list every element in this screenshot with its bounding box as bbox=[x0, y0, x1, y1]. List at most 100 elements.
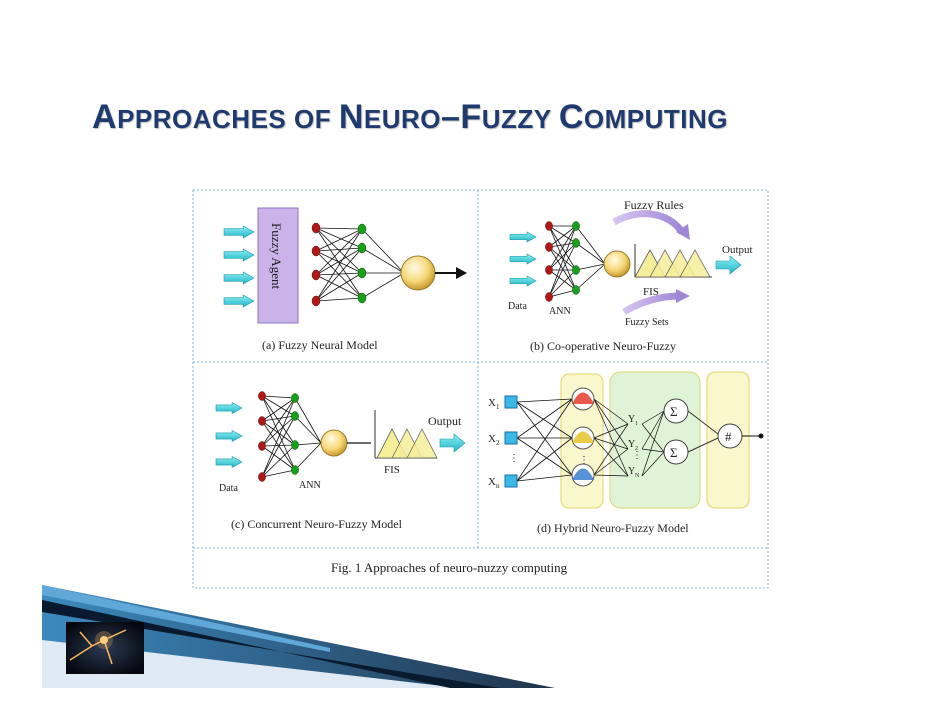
input-arrow bbox=[223, 271, 255, 285]
hidden-node-red bbox=[258, 441, 266, 451]
rule-output-label: Y bbox=[628, 414, 635, 425]
output-label: Output bbox=[722, 244, 753, 256]
decorative-stripes bbox=[42, 585, 555, 688]
connection bbox=[593, 398, 629, 450]
fuzzy-sets-label: Fuzzy Sets bbox=[625, 317, 669, 328]
connection bbox=[641, 448, 665, 453]
input-arrow bbox=[223, 225, 255, 239]
connection bbox=[315, 247, 363, 252]
hidden-node-red bbox=[311, 295, 321, 307]
fuzzy-sets-chart bbox=[374, 410, 438, 459]
figure-caption: Fig. 1 Approaches of neuro-nuzzy computi… bbox=[331, 560, 568, 575]
connection bbox=[641, 410, 665, 477]
sum-node-2: Σ bbox=[663, 439, 689, 465]
connection bbox=[261, 444, 296, 447]
connection bbox=[315, 247, 363, 302]
connection bbox=[261, 445, 296, 471]
connection bbox=[315, 228, 363, 252]
connection bbox=[315, 228, 363, 276]
connection bbox=[516, 401, 573, 476]
connection bbox=[516, 437, 573, 476]
connection bbox=[548, 225, 577, 244]
hidden-node-red bbox=[545, 221, 553, 231]
hidden-node-green bbox=[572, 265, 580, 275]
connection bbox=[548, 269, 577, 291]
connection bbox=[294, 442, 322, 446]
connection bbox=[361, 228, 405, 274]
input-square bbox=[504, 474, 518, 488]
data-label: Data bbox=[508, 301, 527, 312]
connection bbox=[261, 415, 296, 478]
hidden-node-red bbox=[258, 416, 266, 426]
network-links bbox=[516, 398, 665, 482]
connection bbox=[516, 474, 573, 482]
connection bbox=[315, 227, 363, 230]
connection bbox=[315, 227, 363, 299]
hidden-node-green bbox=[572, 285, 580, 295]
hidden-node-green bbox=[357, 292, 367, 304]
fuzzy-rules-arrow bbox=[612, 210, 685, 235]
fis-label: FIS bbox=[643, 286, 659, 298]
connection bbox=[548, 246, 577, 271]
output-arrow bbox=[439, 433, 466, 453]
hidden-node-green bbox=[291, 393, 299, 403]
output-neuron bbox=[603, 250, 631, 278]
connection bbox=[548, 289, 577, 298]
connection bbox=[261, 420, 296, 446]
input-subscript: 2 bbox=[496, 439, 500, 447]
hidden-node-red bbox=[311, 245, 321, 257]
panel-b: Fuzzy Rules Output FIS Data ANN Fuzzy Se… bbox=[508, 198, 753, 353]
hidden-node-red bbox=[545, 265, 553, 275]
connection bbox=[548, 225, 577, 248]
connection bbox=[315, 227, 363, 249]
connection bbox=[548, 225, 577, 271]
membership-function-icon bbox=[572, 468, 594, 480]
connection bbox=[315, 228, 363, 302]
connection bbox=[575, 263, 606, 271]
membership-function-icon bbox=[572, 431, 594, 443]
hidden-node-green bbox=[572, 221, 580, 231]
input-square bbox=[504, 431, 518, 445]
slide-title: APPROACHES OF NEURO–FUZZY COMPUTING bbox=[92, 98, 729, 136]
input-arrow bbox=[223, 294, 255, 308]
connection bbox=[641, 410, 665, 450]
fuzzy-sets-chart bbox=[634, 244, 712, 278]
input-arrows bbox=[509, 231, 537, 287]
rule-output-subscript: N bbox=[635, 473, 640, 479]
rule-output-subscript: 1 bbox=[635, 421, 638, 427]
input-arrows bbox=[215, 401, 243, 469]
connection bbox=[294, 397, 322, 444]
hidden-node-red bbox=[311, 222, 321, 234]
data-label: Data bbox=[219, 483, 238, 494]
connection bbox=[593, 398, 629, 477]
rule-output-label: Y bbox=[628, 439, 635, 450]
connection bbox=[315, 247, 363, 276]
connection bbox=[548, 242, 577, 248]
connection bbox=[548, 242, 577, 271]
svg-text:Σ: Σ bbox=[670, 445, 678, 460]
fuzzy-agent-box bbox=[257, 207, 299, 324]
input-arrow bbox=[509, 253, 537, 265]
connection bbox=[641, 410, 665, 425]
connection bbox=[261, 397, 296, 422]
connection bbox=[516, 437, 573, 482]
connection bbox=[548, 269, 577, 298]
hidden-node-red bbox=[545, 242, 553, 252]
connection bbox=[261, 397, 296, 478]
connection bbox=[261, 415, 296, 422]
connection bbox=[261, 397, 296, 447]
input-subscript: 1 bbox=[496, 403, 500, 411]
hidden-node-green bbox=[357, 223, 367, 235]
connection bbox=[575, 225, 606, 265]
membership-function-icon bbox=[572, 392, 594, 404]
connection bbox=[516, 398, 573, 482]
input-arrows bbox=[223, 225, 255, 308]
connection bbox=[261, 415, 296, 447]
membership-nodes bbox=[571, 387, 595, 487]
input-label: X bbox=[488, 476, 496, 488]
neuron-thumbnail bbox=[66, 622, 144, 674]
input-arrow bbox=[215, 455, 243, 469]
